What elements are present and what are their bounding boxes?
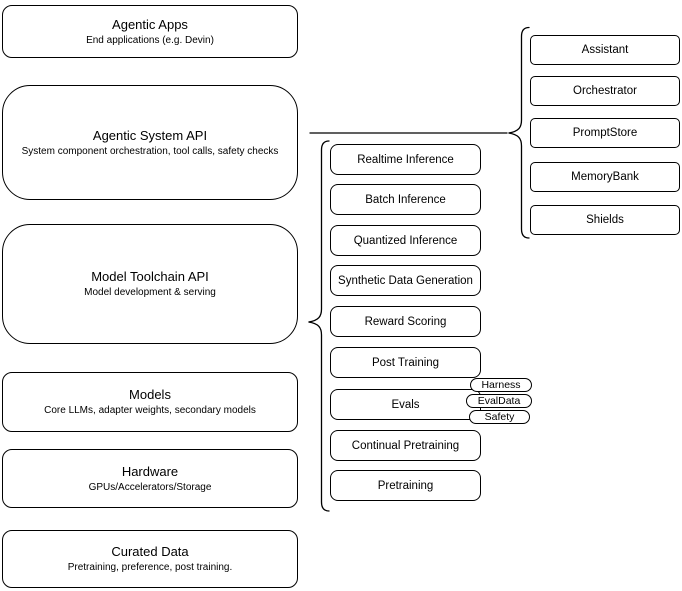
node-evals: Evals bbox=[330, 389, 481, 420]
node-memorybank: MemoryBank bbox=[530, 162, 680, 192]
node-title: Curated Data bbox=[111, 544, 189, 559]
node-title: Model Toolchain API bbox=[91, 269, 209, 284]
node-title: Models bbox=[129, 387, 171, 402]
tag-evaldata: EvalData bbox=[466, 394, 532, 408]
node-subtitle: Pretraining, preference, post training. bbox=[67, 562, 233, 573]
node-curated-data: Curated Data Pretraining, preference, po… bbox=[2, 530, 298, 588]
node-reward-scoring: Reward Scoring bbox=[330, 306, 481, 337]
node-subtitle: System component orchestration, tool cal… bbox=[21, 145, 279, 157]
node-orchestrator: Orchestrator bbox=[530, 76, 680, 106]
node-subtitle: GPUs/Accelerators/Storage bbox=[88, 481, 212, 493]
node-shields: Shields bbox=[530, 205, 680, 235]
tag-safety: Safety bbox=[469, 410, 530, 424]
node-realtime-inference: Realtime Inference bbox=[330, 144, 481, 175]
node-batch-inference: Batch Inference bbox=[330, 184, 481, 215]
node-title: Hardware bbox=[121, 463, 179, 479]
node-subtitle: Model development & serving bbox=[84, 287, 216, 298]
node-subtitle: Core LLMs, adapter weights, secondary mo… bbox=[44, 405, 256, 416]
brace-system-components bbox=[508, 26, 530, 239]
node-agentic-apps: Agentic Apps End applications (e.g. Devi… bbox=[2, 5, 298, 58]
node-quantized-inference: Quantized Inference bbox=[330, 225, 481, 256]
node-model-toolchain-api: Model Toolchain API Model development & … bbox=[2, 224, 298, 344]
node-promptstore: PromptStore bbox=[530, 118, 680, 148]
node-subtitle: End applications (e.g. Devin) bbox=[86, 34, 214, 46]
node-continual-pretraining: Continual Pretraining bbox=[330, 430, 481, 461]
node-synthetic-data-generation: Synthetic Data Generation bbox=[330, 265, 481, 296]
brace-toolchain bbox=[308, 140, 330, 512]
node-hardware: Hardware GPUs/Accelerators/Storage bbox=[2, 449, 298, 508]
node-title: Agentic Apps bbox=[112, 16, 188, 32]
node-agentic-system-api: Agentic System API System component orch… bbox=[2, 85, 298, 200]
node-title: Agentic System API bbox=[92, 127, 208, 143]
tag-harness: Harness bbox=[470, 378, 532, 392]
node-assistant: Assistant bbox=[530, 35, 680, 65]
node-pretraining: Pretraining bbox=[330, 470, 481, 501]
node-post-training: Post Training bbox=[330, 347, 481, 378]
node-models: Models Core LLMs, adapter weights, secon… bbox=[2, 372, 298, 432]
